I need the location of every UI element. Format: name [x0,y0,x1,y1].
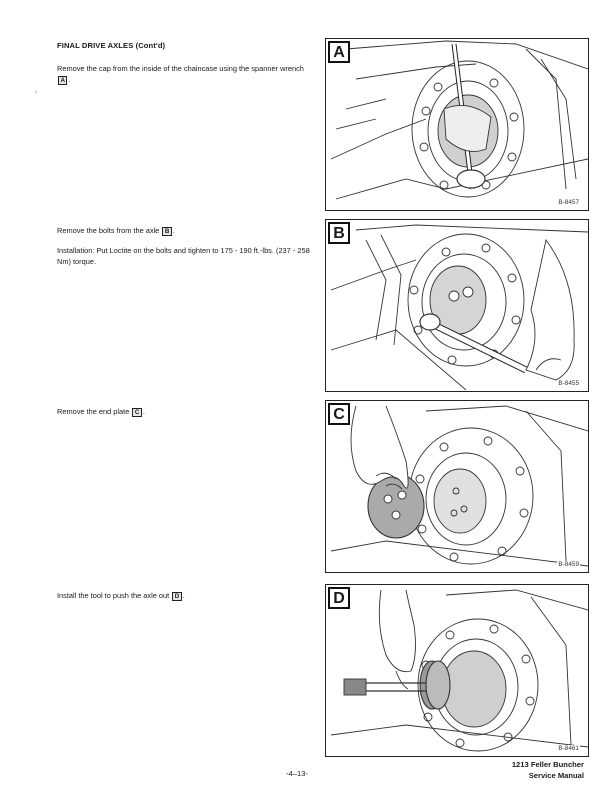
figure-a-label: A [328,41,350,63]
figure-b: B B-8455 [325,219,589,392]
figure-c: C B-8459 [325,400,589,573]
figure-c-illustration [330,405,588,567]
figure-c-label: C [328,403,350,425]
step-c-instruction: Remove the end plate [57,407,130,416]
manual-title: 1213 Feller Buncher Service Manual [512,759,584,781]
margin-mark: › [35,90,37,96]
step-c-text: Remove the end plate C. [57,406,312,417]
figure-d-label: D [328,587,350,609]
figure-d: D B-8461 [325,584,589,757]
figure-d-illustration [330,589,588,752]
page-number: -4–13- [286,769,308,778]
step-b-ref: B [162,227,172,236]
figure-c-code: B-8459 [557,561,580,568]
step-c-period: . [142,407,145,416]
step-c-ref: C [132,408,142,417]
step-d-text: Install the tool to push the axle out D. [57,590,312,601]
figure-b-code: B-8455 [557,380,580,387]
step-a-ref: A [58,76,68,85]
step-b-text: Remove the bolts from the axle B. [57,225,312,236]
step-b-installation-note: Installation: Put Loctite on the bolts a… [57,246,310,266]
figure-b-label: B [328,222,350,244]
manual-title-line1: 1213 Feller Buncher [511,760,584,769]
figure-d-code: B-8461 [557,745,580,752]
step-a-instruction: Remove the cap from the inside of the ch… [57,64,304,73]
manual-title-line2: Service Manual [528,771,584,780]
step-d-ref: D [172,592,182,601]
figure-a-illustration [330,40,588,200]
step-b-instruction: Remove the bolts from the axle [57,226,160,235]
figure-a-code: B-8457 [557,199,580,206]
figure-a: A B-8457 [325,38,589,211]
step-d-instruction: Install the tool to push the axle out [57,591,170,600]
step-a-period: . [68,75,71,84]
step-a-text: Remove the cap from the inside of the ch… [57,63,312,85]
step-d-period: . [182,591,185,600]
section-heading: FINAL DRIVE AXLES (Cont'd) [57,41,166,50]
step-b-period: . [172,226,175,235]
figure-b-illustration [330,224,588,391]
